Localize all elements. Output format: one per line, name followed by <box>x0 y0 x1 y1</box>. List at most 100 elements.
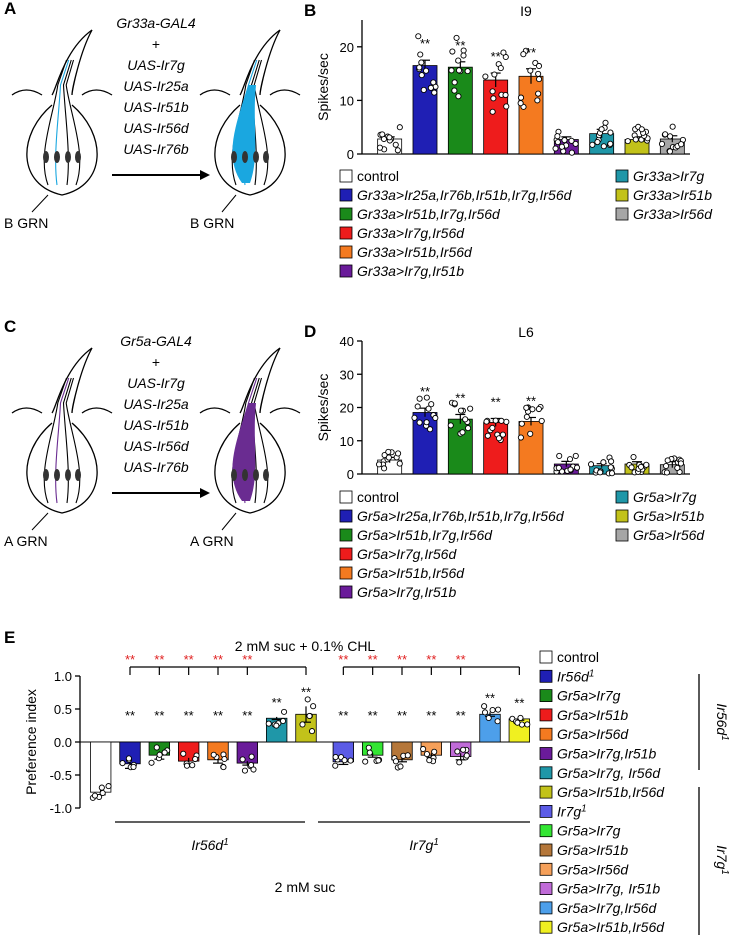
legend-label: control <box>557 649 599 665</box>
legend-swatch <box>615 509 629 523</box>
legend-label: Gr33a>Ir7g,Ir51b <box>357 263 464 279</box>
data-point <box>534 97 541 104</box>
y-tick-label: 40 <box>340 334 354 349</box>
panel-a: AGr33a-GAL4+UAS-Ir7gUAS-Ir25aUAS-Ir51bUA… <box>4 0 301 231</box>
data-point <box>273 722 280 729</box>
data-point <box>523 404 530 411</box>
data-point <box>485 714 492 722</box>
cuticle-line <box>199 89 231 96</box>
legend-label: Ir7g1 <box>557 803 587 820</box>
data-point <box>210 751 217 758</box>
legend-swatch <box>339 547 353 561</box>
data-point <box>396 460 403 467</box>
grn-pointer <box>221 194 237 213</box>
data-point <box>455 57 462 64</box>
construct-line: UAS-Ir51b <box>123 99 189 115</box>
data-point <box>467 405 474 412</box>
y-tick-label: -1.0 <box>50 801 72 816</box>
data-point <box>535 62 543 70</box>
data-point <box>189 762 196 769</box>
bar <box>483 422 509 475</box>
legend-swatch <box>539 901 553 915</box>
construct-line: UAS-Ir25a <box>123 396 189 412</box>
data-point <box>482 73 489 80</box>
legend-label: Gr5a>Ir7g,Ir51b <box>557 746 656 762</box>
construct-line: UAS-Ir51b <box>123 417 189 433</box>
data-point <box>427 426 434 433</box>
chart-title: L6 <box>518 324 534 340</box>
data-point <box>396 124 403 131</box>
data-point <box>517 714 524 721</box>
significance-marker: ** <box>485 690 495 705</box>
data-point <box>552 145 559 152</box>
data-point <box>600 459 607 466</box>
legend-label: Gr5a>Ir51b,Ir7g,Ir56d <box>357 527 493 543</box>
arrow-head <box>200 488 210 498</box>
data-point <box>658 140 666 148</box>
data-point <box>365 744 372 751</box>
data-point <box>428 401 435 408</box>
legend-swatch <box>539 727 553 741</box>
data-point <box>411 414 418 421</box>
data-point <box>385 448 392 455</box>
red-significance-marker: ** <box>125 652 135 667</box>
data-point <box>148 759 155 766</box>
legend-swatch <box>339 188 353 202</box>
legend-swatch <box>539 766 553 780</box>
data-point <box>180 750 187 757</box>
data-point <box>517 94 525 101</box>
legend-label: Gr5a>Ir51b,Ir56d <box>557 784 665 800</box>
chart-title: 2 mM suc + 0.1% CHL <box>235 638 376 654</box>
legend-swatch <box>539 785 553 799</box>
data-point <box>663 462 670 470</box>
y-axis-label: Spikes/sec <box>315 53 331 121</box>
data-point <box>664 457 671 464</box>
data-point <box>536 76 543 83</box>
data-point <box>449 48 456 55</box>
legend-label: Gr5a>Ir56d <box>557 861 629 877</box>
legend-label: Gr5a>Ir7g <box>633 489 697 505</box>
legend-swatch <box>339 245 353 259</box>
data-point <box>423 750 430 758</box>
data-point <box>423 67 430 74</box>
data-point <box>248 753 255 760</box>
data-point <box>517 434 524 441</box>
data-point <box>499 431 506 438</box>
legend-label: Gr5a>Ir56d <box>633 527 705 543</box>
data-point <box>395 450 402 457</box>
neuron-nucleus <box>54 469 60 481</box>
bar <box>518 421 544 475</box>
legend-swatch <box>539 882 553 895</box>
neuron-nucleus <box>43 151 49 163</box>
y-axis-label: Preference index <box>23 689 39 795</box>
neuron <box>65 59 81 186</box>
significance-marker: ** <box>420 36 430 51</box>
y-axis-label: Spikes/sec <box>315 374 331 442</box>
data-point <box>156 751 163 758</box>
cuticle-line <box>11 407 43 414</box>
red-significance-marker: ** <box>397 652 407 667</box>
data-point <box>594 138 601 146</box>
data-point <box>239 756 246 763</box>
construct-line: UAS-Ir25a <box>123 78 189 94</box>
significance-marker: ** <box>491 394 501 409</box>
grn-pointer <box>31 194 49 213</box>
data-point <box>130 763 137 771</box>
legend-label: control <box>357 168 399 184</box>
data-point <box>498 417 505 424</box>
data-point <box>602 119 609 126</box>
sensillum-outline <box>239 347 281 414</box>
legend-swatch <box>539 805 553 818</box>
grn-label: A GRN <box>190 533 234 549</box>
data-point <box>464 68 471 75</box>
legend-swatch <box>339 566 353 580</box>
data-point <box>628 464 635 471</box>
data-point <box>517 100 524 107</box>
data-point <box>572 140 579 147</box>
data-point <box>608 458 615 465</box>
data-point <box>427 84 434 91</box>
data-point <box>567 466 574 473</box>
data-point <box>308 728 316 735</box>
cuticle-line <box>269 407 301 414</box>
y-tick-label: -0.5 <box>50 768 72 783</box>
